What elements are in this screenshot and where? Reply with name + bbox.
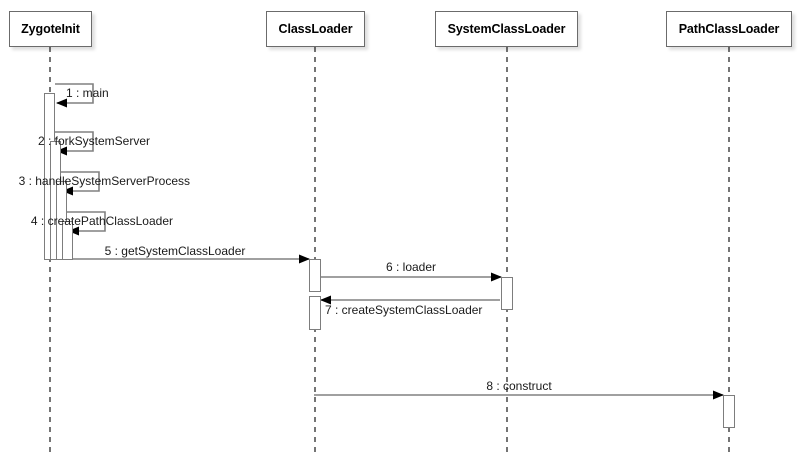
message-label-6: 6 : loader	[385, 260, 437, 274]
message-label-7: 7 : createSystemClassLoader	[325, 303, 483, 317]
activation-bar-zygoteinit	[56, 181, 67, 260]
participant-classloader[interactable]: ClassLoader	[266, 11, 365, 47]
activation-bar-systemclassloader	[501, 277, 513, 310]
message-1-main[interactable]	[55, 83, 94, 108]
participant-label: ClassLoader	[278, 22, 353, 36]
message-label-1: 1 : main	[66, 86, 109, 100]
message-label-8: 8 : construct	[486, 379, 552, 393]
participant-label: SystemClassLoader	[447, 22, 566, 36]
message-label-2: 2 : forkSystemServer	[37, 134, 150, 148]
activation-bar-zygoteinit	[62, 221, 73, 260]
activation-bar-pathclassloader	[723, 395, 735, 428]
message-label-3: 3 : handleSystemServerProcess	[18, 174, 190, 188]
message-4-createPathClassLoader[interactable]	[67, 211, 106, 236]
activation-bar-classloader	[309, 259, 321, 292]
participant-systemclassloader[interactable]: SystemClassLoader	[435, 11, 578, 47]
participant-label: PathClassLoader	[678, 22, 780, 36]
participant-zygoteinit[interactable]: ZygoteInit	[9, 11, 92, 47]
message-line-group	[44, 83, 724, 400]
message-2-forkSystemServer[interactable]	[55, 131, 94, 156]
activation-bar-classloader	[309, 296, 321, 330]
participant-pathclassloader[interactable]: PathClassLoader	[666, 11, 792, 47]
message-label-4: 4 : createPathClassLoader	[30, 214, 173, 228]
message-label-5: 5 : getSystemClassLoader	[104, 244, 246, 258]
participant-label: ZygoteInit	[21, 22, 80, 36]
message-3-handleSystemServerProcess[interactable]	[61, 171, 100, 196]
